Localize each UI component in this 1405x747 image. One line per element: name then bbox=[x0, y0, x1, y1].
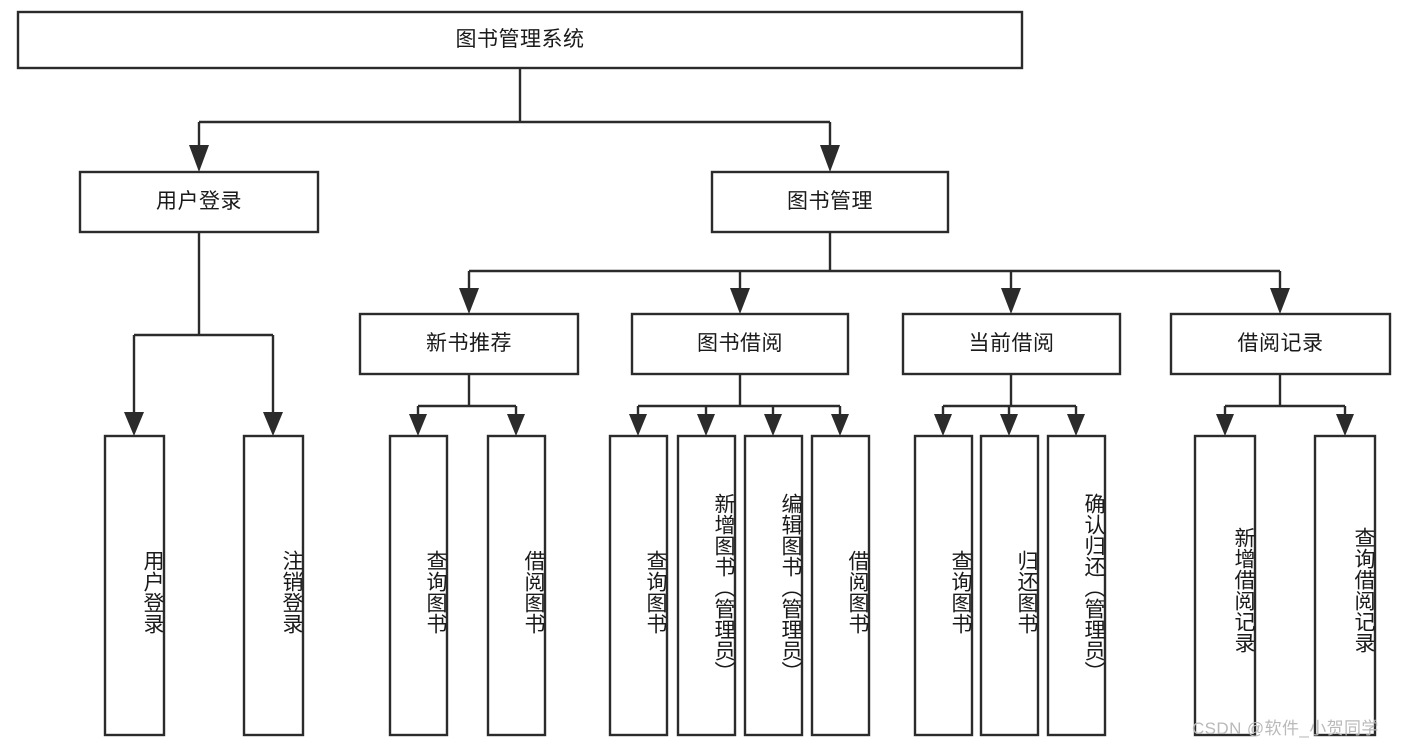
arrow-icon-book-management bbox=[820, 145, 840, 172]
arrow-icon-leaf-2 bbox=[409, 414, 427, 436]
arrow-icon-leaf-11 bbox=[1216, 414, 1234, 436]
box-current-borrow[interactable] bbox=[901, 312, 1122, 376]
box-leaf-9[interactable] bbox=[979, 434, 1040, 737]
arrow-icon-leaf-3 bbox=[507, 414, 525, 436]
box-book-borrow[interactable] bbox=[630, 312, 850, 376]
connectors bbox=[132, 68, 1347, 414]
arrow-heads bbox=[124, 145, 1354, 436]
box-new-book-recommend[interactable] bbox=[358, 312, 580, 376]
box-leaf-1[interactable] bbox=[242, 434, 305, 737]
arrow-icon-leaf-7 bbox=[831, 414, 849, 436]
box-book-management[interactable] bbox=[710, 170, 950, 234]
box-leaf-8[interactable] bbox=[913, 434, 974, 737]
arrow-icon-leaf-10 bbox=[1067, 414, 1085, 436]
arrow-icon-leaf-6 bbox=[764, 414, 782, 436]
arrow-icon-leaf-0 bbox=[124, 412, 144, 436]
box-root[interactable] bbox=[16, 10, 1024, 70]
arrow-icon-book-borrow bbox=[730, 288, 750, 314]
box-leaf-5[interactable] bbox=[676, 434, 737, 737]
box-leaf-11[interactable] bbox=[1193, 434, 1257, 737]
arrow-icon-current-borrow bbox=[1001, 288, 1021, 314]
arrow-icon-leaf-1 bbox=[263, 412, 283, 436]
arrow-icon-user-login bbox=[189, 145, 209, 172]
box-leaf-7[interactable] bbox=[810, 434, 871, 737]
box-leaf-4[interactable] bbox=[608, 434, 669, 737]
arrow-icon-leaf-8 bbox=[934, 414, 952, 436]
arrow-icon-leaf-4 bbox=[629, 414, 647, 436]
arrow-icon-leaf-9 bbox=[1000, 414, 1018, 436]
box-leaf-10[interactable] bbox=[1046, 434, 1107, 737]
box-leaf-3[interactable] bbox=[486, 434, 547, 737]
box-user-login[interactable] bbox=[78, 170, 320, 234]
box-leaf-6[interactable] bbox=[743, 434, 804, 737]
box-leaf-12[interactable] bbox=[1313, 434, 1377, 737]
arrow-icon-leaf-12 bbox=[1336, 414, 1354, 436]
arrow-icon-leaf-5 bbox=[697, 414, 715, 436]
arrow-icon-borrow-record bbox=[1270, 288, 1290, 314]
box-leaf-0[interactable] bbox=[103, 434, 166, 737]
box-leaf-2[interactable] bbox=[388, 434, 449, 737]
arrow-icon-new-book-recommend bbox=[459, 288, 479, 314]
box-borrow-record[interactable] bbox=[1169, 312, 1392, 376]
node-boxes bbox=[16, 10, 1392, 737]
